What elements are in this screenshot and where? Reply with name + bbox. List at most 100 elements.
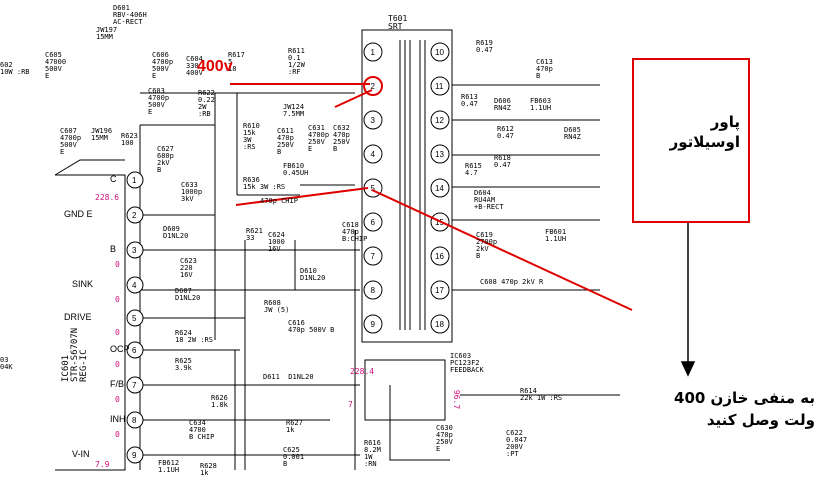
label-d610: D610 D1NL20 (300, 267, 326, 282)
label-r623: R623 100 (121, 132, 138, 147)
t601-pin-num-3: 3 (371, 116, 376, 125)
label-c605: C605 47000 500V E (45, 51, 67, 80)
label-c635: 470p CHIP (260, 197, 298, 205)
ic601-pin-name-4: SINK (72, 279, 94, 289)
t601-pin-14 (430, 178, 450, 198)
voltage-sink: 0 (115, 295, 120, 304)
ic601-pin-name-2: GND E (64, 209, 93, 219)
t601-title: T601 SRT (388, 14, 408, 31)
label-c616: C616 470p 500V B (288, 319, 335, 334)
label-r624: R624 18 2W :RS (175, 329, 213, 344)
power-oscillator-box: پاور اوسیلاتور (632, 58, 750, 223)
label-r611: R611 0.1 1/2W :RF (288, 47, 305, 76)
t601-pin-18 (430, 314, 450, 334)
label-r617: R617 5 18 (228, 51, 245, 73)
label-c632: C632 470p 250V B (333, 124, 350, 153)
label-fb612: FB612 1.1UH (158, 459, 180, 474)
t601-pin-num-1: 1 (371, 48, 376, 57)
label-fb603: FB603 1.1UH (530, 97, 552, 112)
ic601-pin-num-5: 5 (132, 314, 137, 323)
label-r610: R610 15k 3W :RS (243, 122, 260, 151)
voltage-ic603_right: 96.7 (452, 389, 462, 410)
voltage-ic603_left: 228.4 (350, 367, 375, 376)
label-edge1: 03 04K (0, 356, 13, 371)
ic601-pin-9 (126, 446, 144, 464)
label-c625: C625 0.001 B (283, 446, 305, 468)
voltage-drive: 0 (115, 328, 120, 337)
t601-pin-num-11: 11 (435, 82, 444, 91)
label-r612: R612 0.47 (497, 125, 514, 140)
ic601-pin-num-9: 9 (132, 451, 137, 460)
label-d607: D607 D1NL20 (175, 287, 201, 302)
t601-pin-3 (363, 110, 383, 130)
label-r618: R618 0.47 (494, 154, 511, 169)
t601-pin-8 (363, 280, 383, 300)
ic601-pin-name-6: OCP (110, 344, 130, 354)
label-d604: D604 RU4AM +B-RECT (474, 189, 504, 211)
label-jw124: JW124 7.5MM (283, 103, 305, 118)
label-ic603: IC603 PC123F2 FEEDBACK (450, 352, 484, 374)
t601-pin-num-18: 18 (435, 320, 444, 329)
t601-pin-num-7: 7 (371, 252, 376, 261)
t601-pin-num-10: 10 (435, 48, 444, 57)
label-c624: C624 1000 16V (268, 231, 285, 253)
t601-pin-num-14: 14 (435, 184, 444, 193)
ic601-pin-name-3: B (110, 244, 117, 254)
t601-pin-num-9: 9 (371, 320, 376, 329)
label-jw197: JW197 15MM (96, 26, 118, 41)
ic601-pin-8 (126, 411, 144, 429)
voltage-ic603_bot: 7 (348, 400, 353, 409)
ic601-pin-1 (126, 171, 144, 189)
label-c631: C631 4700p 250V E (308, 124, 330, 153)
label-r621: R621 33 (246, 227, 263, 242)
label-r615: R615 4.7 (465, 162, 482, 177)
label-fb610: FB610 0.45UH (283, 162, 309, 177)
ic601-pin-6 (126, 341, 144, 359)
label-c606: C606 4700p 500V E (152, 51, 174, 80)
ic601-body (55, 174, 126, 471)
ic601-pin-name-7: F/B (110, 379, 125, 389)
label-r625: R625 3.9k (175, 357, 192, 372)
ic601-pin-num-1: 1 (132, 176, 137, 185)
label-r602: 602 10W :RB (0, 61, 30, 76)
ic601-pin-3 (126, 241, 144, 259)
ic601-pin-name-9: V-IN (72, 449, 90, 459)
t601-pin-num-4: 4 (371, 150, 376, 159)
label-d605: D605 RN4Z (564, 126, 581, 141)
label-d606: D606 RN4Z (494, 97, 511, 112)
ic601-pin-5 (126, 309, 144, 327)
t601-pin-num-2: 2 (371, 82, 376, 91)
label-r626: R626 1.8k (211, 394, 228, 409)
label-fb601: FB601 1.1UH (545, 228, 567, 243)
ic601-pin-num-2: 2 (132, 211, 137, 220)
connection-note: به منفی خازن 400 ولت وصل کنید (674, 389, 815, 429)
t601-pin-17 (430, 280, 450, 300)
ic601-pin-name-5: DRIVE (64, 312, 92, 322)
label-jw196: JW196 15MM (91, 127, 113, 142)
t601-pin-num-17: 17 (435, 286, 444, 295)
label-r622: R622 0.22 2W :RB (198, 89, 215, 118)
voltage-b: 0 (115, 260, 120, 269)
ic601-pin-name-1: C (110, 174, 117, 184)
t601-pin-num-15: 15 (435, 218, 444, 227)
label-c607: C607 4700p 500V E (60, 127, 82, 156)
ic601-pin-num-6: 6 (132, 346, 137, 355)
t601-pin-6 (363, 212, 383, 232)
voltage-annotation: 400v (197, 58, 233, 75)
label-c622: C622 0.047 200V :PT (506, 429, 528, 458)
t601-pin-12 (430, 110, 450, 130)
voltage-inh: 0 (115, 430, 120, 439)
voltage-vin: 7.9 (95, 460, 110, 469)
ic601-pin-num-8: 8 (132, 416, 137, 425)
t601-pin-7 (363, 246, 383, 266)
label-d601: D601 RBV-406H AC-RECT (113, 4, 147, 26)
label-c613: C613 470p B (536, 58, 553, 80)
t601-pin-4 (363, 144, 383, 164)
label-c618: C618 470p B:CHIP (342, 221, 368, 243)
label-c603: C603 4700p 500V E (148, 87, 170, 116)
label-r627: R627 1k (286, 419, 303, 434)
voltage-ocp: 0 (115, 360, 120, 369)
ic601-pin-num-7: 7 (132, 381, 137, 390)
